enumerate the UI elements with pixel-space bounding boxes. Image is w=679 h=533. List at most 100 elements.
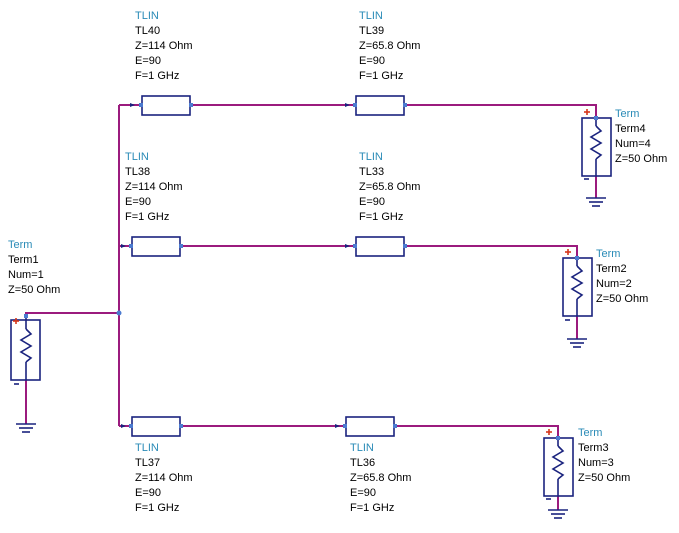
label-TL36: TLIN TL36 Z=65.8 Ohm E=90 F=1 GHz [350, 442, 411, 514]
port-number-param: Num=1 [8, 269, 44, 281]
port-number-param: Num=2 [596, 278, 632, 290]
resistor-symbol [19, 328, 33, 363]
component-type-label: TLIN [125, 151, 149, 163]
tline-pin-arrow [345, 103, 350, 107]
ground-icon [16, 423, 36, 433]
impedance-param: Z=50 Ohm [596, 293, 648, 305]
tline-pin [139, 103, 143, 107]
tline-pin-arrow [335, 424, 340, 428]
tline-pin [393, 424, 397, 428]
tline-body[interactable] [141, 95, 191, 116]
component-name: Term4 [615, 123, 646, 135]
tline-pin [189, 103, 193, 107]
tline-pin [179, 424, 183, 428]
impedance-param: Z=65.8 Ohm [350, 472, 411, 484]
component-type-label: Term [615, 108, 639, 120]
impedance-param: Z=50 Ohm [578, 472, 630, 484]
tline-pin-arrow [345, 244, 350, 248]
wire-mid-c[interactable] [404, 245, 578, 258]
frequency-param: F=1 GHz [359, 211, 403, 223]
component-type-label: Term [8, 239, 32, 251]
term-pin [575, 256, 579, 260]
component-type-label: Term [596, 248, 620, 260]
electrical-length-param: E=90 [125, 196, 151, 208]
impedance-param: Z=50 Ohm [615, 153, 667, 165]
term-Term4[interactable] [581, 109, 612, 207]
frequency-param: F=1 GHz [125, 211, 169, 223]
electrical-length-param: E=90 [135, 487, 161, 499]
tline-pin-arrow [121, 424, 126, 428]
label-TL39: TLIN TL39 Z=65.8 Ohm E=90 F=1 GHz [359, 10, 420, 82]
tl-TL40[interactable] [130, 95, 193, 116]
tl-TL33[interactable] [345, 236, 407, 257]
tline-pin-arrow [130, 103, 135, 107]
label-TL33: TLIN TL33 Z=65.8 Ohm E=90 F=1 GHz [359, 151, 420, 223]
frequency-param: F=1 GHz [135, 502, 179, 514]
component-type-label: TLIN [350, 442, 374, 454]
term-pin [556, 436, 560, 440]
tline-body[interactable] [345, 416, 395, 437]
wires [25, 104, 597, 510]
frequency-param: F=1 GHz [350, 502, 394, 514]
resistor-symbol [551, 445, 565, 480]
component-name: Term3 [578, 442, 609, 454]
component-name: TL39 [359, 25, 384, 37]
tline-pin [179, 244, 183, 248]
impedance-param: Z=50 Ohm [8, 284, 60, 296]
tline-pin [353, 103, 357, 107]
tline-pin [403, 244, 407, 248]
tl-TL37[interactable] [121, 416, 183, 437]
tl-TL36[interactable] [335, 416, 397, 437]
label-TL37: TLIN TL37 Z=114 Ohm E=90 F=1 GHz [135, 442, 193, 514]
tline-pin-arrow [121, 244, 126, 248]
tline-body[interactable] [131, 416, 181, 437]
wire-term1[interactable] [25, 312, 119, 316]
resistor-symbol [570, 265, 584, 300]
ground-icon [548, 509, 568, 519]
electrical-length-param: E=90 [359, 196, 385, 208]
component-type-label: TLIN [359, 151, 383, 163]
frequency-param: F=1 GHz [135, 70, 179, 82]
tline-body[interactable] [355, 236, 405, 257]
component-name: Term2 [596, 263, 627, 275]
impedance-param: Z=114 Ohm [135, 472, 193, 484]
impedance-param: Z=65.8 Ohm [359, 40, 420, 52]
term-Term1[interactable] [10, 314, 41, 433]
tline-pin [353, 244, 357, 248]
component-type-label: TLIN [135, 10, 159, 22]
resistor-symbol [589, 125, 603, 160]
component-name: TL33 [359, 166, 384, 178]
component-name: TL36 [350, 457, 375, 469]
term-pin [594, 116, 598, 120]
component-type-label: TLIN [135, 442, 159, 454]
label-TL40: TLIN TL40 Z=114 Ohm E=90 F=1 GHz [135, 10, 193, 82]
component-name: TL37 [135, 457, 160, 469]
electrical-length-param: E=90 [359, 55, 385, 67]
electrical-length-param: E=90 [135, 55, 161, 67]
tline-body[interactable] [355, 95, 405, 116]
component-name: Term1 [8, 254, 39, 266]
term-Term2[interactable] [562, 249, 593, 348]
component-name: TL40 [135, 25, 160, 37]
port-number-param: Num=4 [615, 138, 651, 150]
label-Term1: Term Term1 Num=1 Z=50 Ohm [8, 239, 60, 296]
frequency-param: F=1 GHz [359, 70, 403, 82]
ground-icon [586, 197, 606, 207]
tline-pin [129, 424, 133, 428]
component-type-label: Term [578, 427, 602, 439]
wire-top-c[interactable] [404, 104, 597, 118]
impedance-param: Z=114 Ohm [135, 40, 193, 52]
port-number-param: Num=3 [578, 457, 614, 469]
tline-pin [343, 424, 347, 428]
tline-body[interactable] [131, 236, 181, 257]
wire-bot-c[interactable] [394, 425, 559, 438]
tl-TL39[interactable] [345, 95, 407, 116]
label-Term3: Term Term3 Num=3 Z=50 Ohm [578, 427, 630, 484]
electrical-length-param: E=90 [350, 487, 376, 499]
junction-dot [116, 310, 122, 316]
label-TL38: TLIN TL38 Z=114 Ohm E=90 F=1 GHz [125, 151, 183, 223]
term-Term3[interactable] [543, 429, 574, 519]
tline-pin [403, 103, 407, 107]
tl-TL38[interactable] [121, 236, 183, 257]
